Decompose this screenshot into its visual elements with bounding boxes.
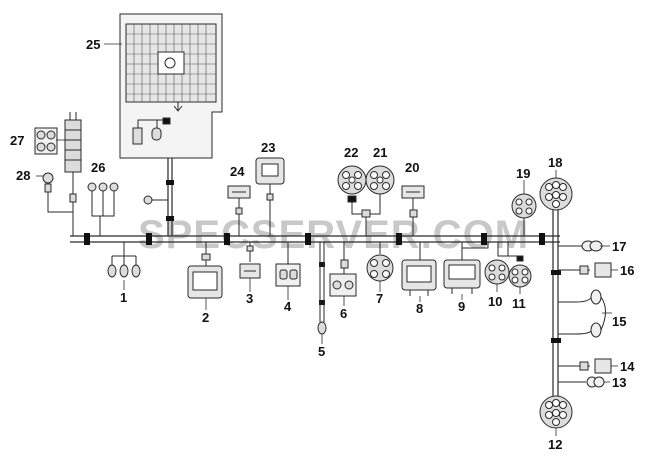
- round-connector-10: [484, 242, 520, 285]
- round-connector-19: [511, 193, 537, 236]
- bulb-17: [558, 240, 603, 252]
- label-16: 16: [620, 263, 634, 278]
- connector-4: [275, 242, 301, 287]
- label-22: 22: [344, 145, 358, 160]
- label-23: 23: [261, 140, 275, 155]
- bulb-group-1: [107, 242, 141, 278]
- connector-23: [255, 157, 285, 236]
- round-connector-22: [337, 165, 367, 215]
- label-3: 3: [246, 291, 253, 306]
- sensor-5: [317, 242, 327, 335]
- connector-8: [401, 242, 437, 296]
- label-4: 4: [284, 299, 292, 314]
- label-5: 5: [318, 344, 325, 359]
- switch-27: [34, 112, 82, 236]
- label-7: 7: [376, 291, 383, 306]
- label-19: 19: [516, 166, 530, 181]
- label-15: 15: [612, 314, 626, 329]
- part-labels: 25 27 28 26 24 23 22 21 20 19 18 17 16 1…: [10, 37, 635, 452]
- label-13: 13: [612, 375, 626, 390]
- connector-14: [558, 358, 612, 374]
- sensor-28: [42, 172, 77, 213]
- round-connector-11: [508, 255, 532, 288]
- label-1: 1: [120, 290, 127, 305]
- connector-20: [401, 185, 425, 236]
- label-18: 18: [548, 155, 562, 170]
- connector-2: [187, 242, 223, 299]
- label-27: 27: [10, 133, 24, 148]
- watermark-text: SPECSERVER.COM: [138, 213, 529, 257]
- label-12: 12: [548, 437, 562, 452]
- label-6: 6: [340, 306, 347, 321]
- label-24: 24: [230, 164, 245, 179]
- label-2: 2: [202, 310, 209, 325]
- bulb-13: [558, 376, 605, 388]
- label-11: 11: [512, 296, 526, 311]
- round-connector-21: [361, 165, 395, 236]
- round-connector-12: [539, 395, 573, 429]
- label-26: 26: [91, 160, 105, 175]
- tape-wraps: [84, 180, 561, 343]
- label-14: 14: [620, 359, 635, 374]
- bulbs-15: [558, 289, 606, 338]
- connector-16: [558, 262, 612, 278]
- fuse-box-panel: [119, 13, 223, 159]
- main-harness-trunk: [70, 158, 560, 400]
- bulb-lead-25: [143, 195, 168, 205]
- label-10: 10: [488, 294, 502, 309]
- label-25: 25: [86, 37, 100, 52]
- label-17: 17: [612, 239, 626, 254]
- leader-lines: [36, 43, 618, 436]
- label-28: 28: [16, 168, 30, 183]
- connector-6: [329, 242, 357, 297]
- round-connector-18: [539, 177, 573, 211]
- label-8: 8: [416, 301, 423, 316]
- label-9: 9: [458, 299, 465, 314]
- connector-9: [443, 242, 489, 294]
- label-21: 21: [373, 145, 387, 160]
- connector-3: [239, 242, 261, 279]
- connector-24: [227, 185, 251, 236]
- label-20: 20: [405, 160, 419, 175]
- bulbs-26: [87, 182, 119, 236]
